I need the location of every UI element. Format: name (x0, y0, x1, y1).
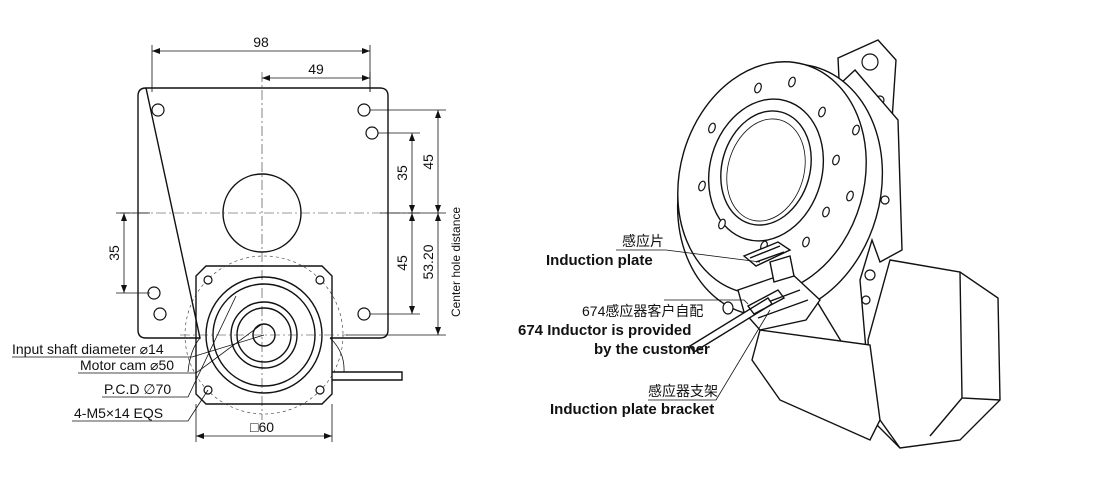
bracket-hole (722, 301, 734, 315)
callout-pcd: P.C.D ∅70 (104, 381, 171, 397)
assembly-leaders (616, 249, 771, 401)
callout-motor-cam: Motor cam ⌀50 (80, 357, 174, 373)
dim-square-60: □60 (195, 404, 333, 442)
label-inductor-en-2: by the customer (594, 341, 710, 358)
assembly-illustration: 感应片 Induction plate 674感应器客户自配 674 Induc… (518, 39, 1001, 449)
rotary-table-bore-inner (720, 110, 812, 226)
dim-square-60-label: □60 (250, 419, 274, 435)
motor-lower-body (751, 329, 881, 441)
dim-35-left-label: 35 (106, 245, 122, 261)
dim-35-right: 35 (378, 132, 420, 214)
rotary-table-bolt-holes (698, 76, 860, 252)
callout-leaders (12, 295, 265, 422)
label-bracket-en: Induction plate bracket (550, 401, 714, 418)
dim-49: 49 (262, 61, 371, 92)
motor-body (867, 259, 1001, 449)
induction-plate (742, 241, 792, 267)
label-induction-plate-en: Induction plate (546, 252, 653, 269)
front-view-drawing: 98 49 35 45 45 (12, 34, 463, 442)
dim-45-lower-label: 45 (394, 255, 410, 271)
dim-53-20-label: 53.20 (420, 244, 436, 279)
callout-screws: 4-M5×14 EQS (74, 405, 163, 421)
dim-49-label: 49 (308, 61, 324, 77)
motor-flange (180, 255, 403, 415)
dim-98-label: 98 (253, 34, 269, 50)
plate-holes (147, 103, 379, 321)
label-induction-plate-cn: 感应片 (622, 233, 664, 249)
center-hole-distance-label: Center hole distance (449, 207, 463, 317)
dim-35-left: 35 (106, 212, 150, 294)
dim-45-lower: 45 (370, 213, 420, 315)
label-inductor-cn: 674感应器客户自配 (582, 303, 703, 319)
rear-bracket-hole-top (861, 53, 879, 71)
callout-input-shaft: Input shaft diameter ⌀14 (12, 341, 164, 357)
dim-45-upper-label: 45 (420, 154, 436, 170)
dim-98: 98 (151, 34, 371, 92)
dim-35-right-label: 35 (394, 165, 410, 181)
dim-53-20: 53.20 (346, 213, 446, 336)
dim-45-upper: 45 (370, 109, 446, 214)
label-inductor-en-1: 674 Inductor is provided (518, 322, 691, 339)
label-bracket-cn: 感应器支架 (648, 383, 718, 399)
